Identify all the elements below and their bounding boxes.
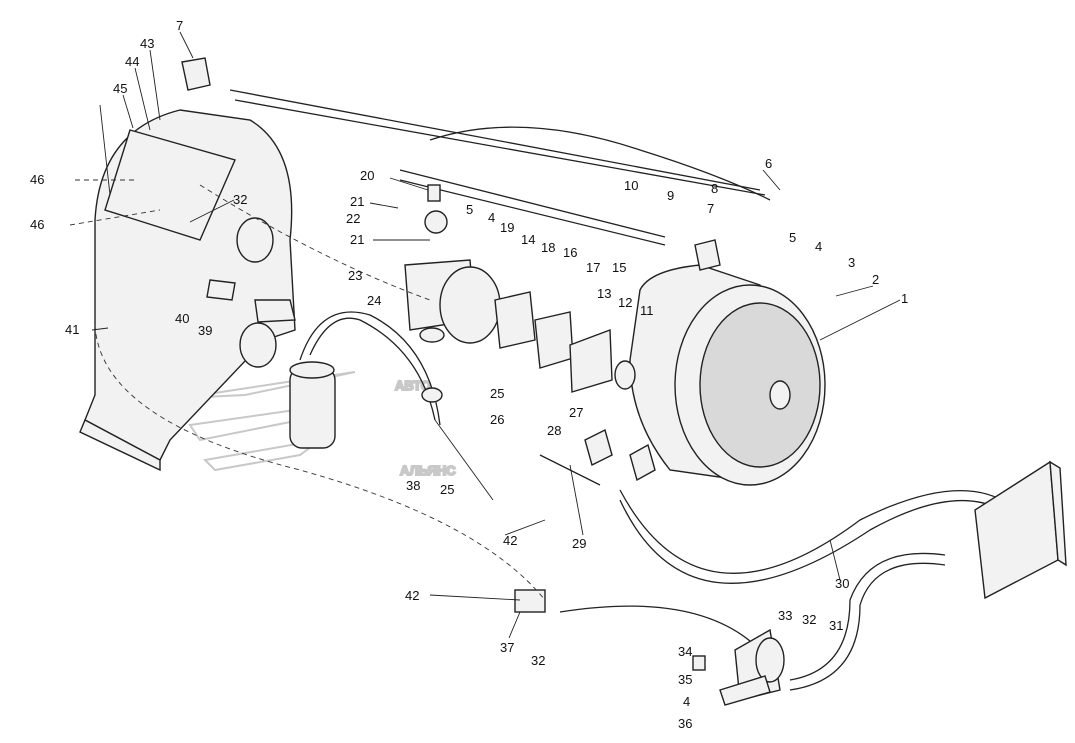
- callout-41: 41: [65, 322, 79, 337]
- callout-37: 37: [500, 640, 514, 655]
- callout-4-right: 4: [815, 239, 822, 254]
- small-parts: [181, 57, 785, 706]
- callout-10: 10: [624, 178, 638, 193]
- callout-19: 19: [500, 220, 514, 235]
- callout-4-bottom: 4: [683, 694, 690, 709]
- callout-25-lower: 25: [440, 482, 454, 497]
- heater-1: [629, 264, 826, 486]
- callout-38: 38: [406, 478, 420, 493]
- callout-42-upper: 42: [503, 533, 517, 548]
- watermark: АВТО АЛЬЯНС: [181, 371, 457, 479]
- callout-46-lower: 46: [30, 217, 44, 232]
- callout-44: 44: [125, 54, 139, 69]
- callout-2: 2: [872, 272, 879, 287]
- callout-7-right: 7: [707, 201, 714, 216]
- pump-assembly: [404, 259, 636, 393]
- callout-32-bottom: 32: [531, 653, 545, 668]
- callout-5-right: 5: [789, 230, 796, 245]
- callout-9: 9: [667, 188, 674, 203]
- callout-39: 39: [198, 323, 212, 338]
- watermark-line-2: АЛЬЯНС: [400, 463, 456, 478]
- callout-33: 33: [778, 608, 792, 623]
- callout-21-lower: 21: [350, 232, 364, 247]
- callout-21-upper: 21: [350, 194, 364, 209]
- callout-12: 12: [618, 295, 632, 310]
- callout-15: 15: [612, 260, 626, 275]
- callout-43: 43: [140, 36, 154, 51]
- radiator: [974, 460, 1067, 600]
- callout-3: 3: [848, 255, 855, 270]
- callout-14: 14: [521, 232, 535, 247]
- callout-23: 23: [348, 268, 362, 283]
- callout-34: 34: [678, 644, 692, 659]
- hoses: [229, 89, 1011, 691]
- callout-16: 16: [563, 245, 577, 260]
- callout-17: 17: [586, 260, 600, 275]
- callout-4-left: 4: [488, 210, 495, 225]
- callout-6: 6: [765, 156, 772, 171]
- watermark-line-1: АВТО: [395, 378, 431, 393]
- callout-25-upper: 25: [490, 386, 504, 401]
- leader-lines: [91, 31, 901, 639]
- callout-32-top: 32: [233, 192, 247, 207]
- callout-40: 40: [175, 311, 189, 326]
- callout-26: 26: [490, 412, 504, 427]
- callout-7-top: 7: [176, 18, 183, 33]
- callout-46-upper: 46: [30, 172, 44, 187]
- housing-41: [79, 109, 296, 472]
- callout-22: 22: [346, 211, 360, 226]
- callout-27: 27: [569, 405, 583, 420]
- callout-28: 28: [547, 423, 561, 438]
- callout-11: 11: [640, 303, 654, 318]
- callout-42-lower: 42: [405, 588, 419, 603]
- callout-labels: 7 43 44 45 46 46 32 41 40 39 20 21 22 21…: [30, 18, 908, 731]
- callout-18: 18: [541, 240, 555, 255]
- callout-32-right: 32: [802, 612, 816, 627]
- callout-1: 1: [901, 291, 908, 306]
- callout-20: 20: [360, 168, 374, 183]
- callout-8: 8: [711, 181, 718, 196]
- callout-31: 31: [829, 618, 843, 633]
- callout-5-left: 5: [466, 202, 473, 217]
- callout-36: 36: [678, 716, 692, 731]
- callout-13: 13: [597, 286, 611, 301]
- callout-35: 35: [678, 672, 692, 687]
- callout-24: 24: [367, 293, 381, 308]
- callout-30: 30: [835, 576, 849, 591]
- callout-29: 29: [572, 536, 586, 551]
- filter: [289, 361, 336, 449]
- callout-45: 45: [113, 81, 127, 96]
- assembly-lines: [69, 179, 546, 601]
